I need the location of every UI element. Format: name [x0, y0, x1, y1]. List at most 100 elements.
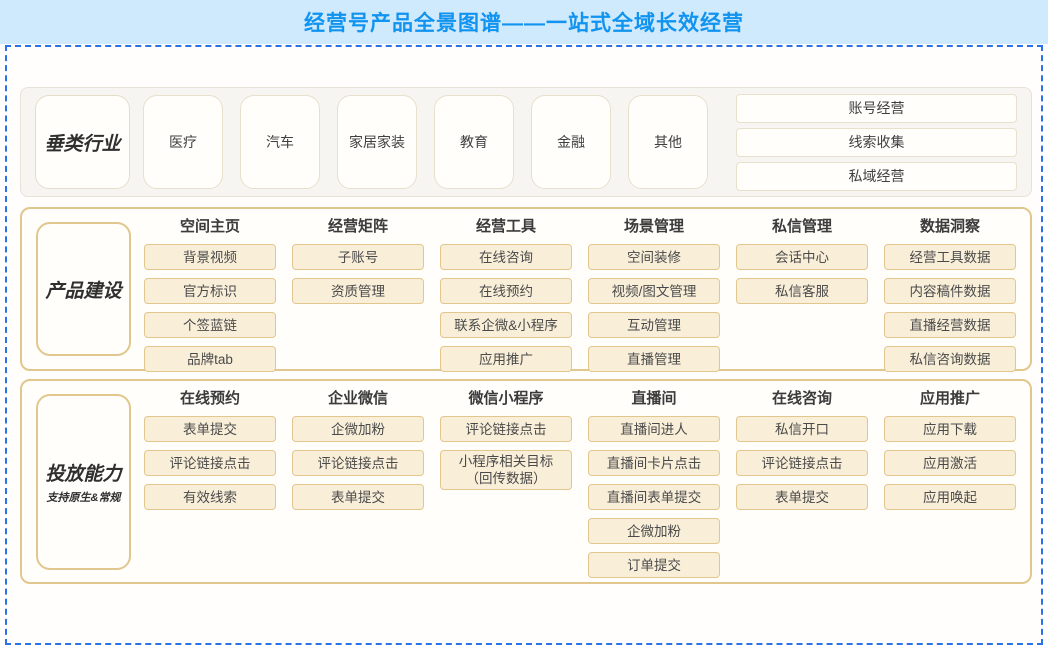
column-online-booking: 在线预约 表单提交评论链接点击有效线索 [144, 389, 276, 578]
column-header: 直播间 [631, 390, 677, 407]
product-item: 经营工具数据 [884, 244, 1016, 270]
section-industries: 垂类行业 医疗汽车家居家装教育金融其他 账号经营线索收集私域经营 [20, 87, 1032, 197]
product-item: 应用推广 [440, 346, 572, 372]
column-live-room: 直播间 直播间进人直播间卡片点击直播间表单提交企微加粉订单提交 [588, 389, 720, 578]
column-data-insight: 数据洞察 经营工具数据内容稿件数据直播经营数据私信咨询数据 [884, 217, 1016, 372]
delivery-item: 评论链接点击 [144, 450, 276, 476]
industry-box: 金融 [531, 95, 611, 189]
section-delivery-capability: 投放能力 支持原生&常规 在线预约 表单提交评论链接点击有效线索 企业微信 企微… [20, 379, 1032, 584]
product-item: 资质管理 [292, 278, 424, 304]
product-item: 视频/图文管理 [588, 278, 720, 304]
column-space-homepage: 空间主页 背景视频官方标识个签蓝链品牌tab [144, 217, 276, 372]
delivery-item: 表单提交 [292, 484, 424, 510]
product-item: 背景视频 [144, 244, 276, 270]
column-header: 经营矩阵 [327, 218, 388, 235]
delivery-columns: 在线预约 表单提交评论链接点击有效线索 企业微信 企微加粉评论链接点击表单提交 … [144, 389, 1016, 578]
column-items: 空间装修视频/图文管理互动管理直播管理 [588, 244, 720, 372]
column-items: 私信开口评论链接点击表单提交 [736, 416, 868, 510]
industry-boxes: 医疗汽车家居家装教育金融其他 [143, 95, 725, 189]
column-items: 子账号资质管理 [292, 244, 424, 304]
goal-box: 私域经营 [736, 161, 1017, 191]
product-item: 会话中心 [736, 244, 868, 270]
column-items: 经营工具数据内容稿件数据直播经营数据私信咨询数据 [884, 244, 1016, 372]
column-online-consult: 在线咨询 私信开口评论链接点击表单提交 [736, 389, 868, 578]
delivery-item: 应用下载 [884, 416, 1016, 442]
product-item: 直播经营数据 [884, 312, 1016, 338]
column-business-tools: 经营工具 在线咨询在线预约联系企微&小程序应用推广 [440, 217, 572, 372]
product-columns: 空间主页 背景视频官方标识个签蓝链品牌tab 经营矩阵 子账号资质管理 经营工具… [144, 217, 1016, 372]
column-header: 微信小程序 [468, 390, 544, 407]
delivery-item: 企微加粉 [588, 518, 720, 544]
product-item: 互动管理 [588, 312, 720, 338]
column-header: 空间主页 [179, 218, 240, 235]
delivery-section-label: 投放能力 支持原生&常规 [36, 393, 131, 570]
delivery-item: 直播间卡片点击 [588, 450, 720, 476]
column-business-matrix: 经营矩阵 子账号资质管理 [292, 217, 424, 372]
column-items: 应用下载应用激活应用唤起 [884, 416, 1016, 510]
column-items: 背景视频官方标识个签蓝链品牌tab [144, 244, 276, 372]
column-items: 会话中心私信客服 [736, 244, 868, 304]
product-item: 在线咨询 [440, 244, 572, 270]
delivery-item: 有效线索 [144, 484, 276, 510]
delivery-item: 应用激活 [884, 450, 1016, 476]
column-header: 企业微信 [327, 390, 388, 407]
product-item: 子账号 [292, 244, 424, 270]
column-app-promotion: 应用推广 应用下载应用激活应用唤起 [884, 389, 1016, 578]
goal-stack: 账号经营线索收集私域经营 [736, 93, 1017, 191]
product-item: 联系企微&小程序 [440, 312, 572, 338]
column-wechat-miniprogram: 微信小程序 评论链接点击小程序相关目标 （回传数据） [440, 389, 572, 578]
delivery-item: 表单提交 [144, 416, 276, 442]
delivery-item: 表单提交 [736, 484, 868, 510]
column-header: 应用推广 [919, 390, 980, 407]
delivery-section-sublabel: 支持原生&常规 [46, 491, 121, 504]
product-item: 品牌tab [144, 346, 276, 372]
delivery-item: 直播间表单提交 [588, 484, 720, 510]
column-scene-management: 场景管理 空间装修视频/图文管理互动管理直播管理 [588, 217, 720, 372]
delivery-item: 小程序相关目标 （回传数据） [440, 450, 572, 490]
delivery-section-label-text: 投放能力 [45, 463, 122, 485]
column-private-message: 私信管理 会话中心私信客服 [736, 217, 868, 372]
column-header: 场景管理 [623, 218, 684, 235]
product-item: 在线预约 [440, 278, 572, 304]
delivery-item: 评论链接点击 [736, 450, 868, 476]
industry-box: 教育 [434, 95, 514, 189]
column-header: 在线预约 [179, 390, 240, 407]
column-header: 经营工具 [475, 218, 536, 235]
industries-section-label: 垂类行业 [35, 95, 130, 189]
column-items: 评论链接点击小程序相关目标 （回传数据） [440, 416, 572, 490]
goal-box: 账号经营 [736, 93, 1017, 123]
delivery-item: 直播间进人 [588, 416, 720, 442]
column-header: 在线咨询 [771, 390, 832, 407]
delivery-item: 评论链接点击 [440, 416, 572, 442]
delivery-label-col: 投放能力 支持原生&常规 [36, 389, 144, 574]
delivery-item: 企微加粉 [292, 416, 424, 442]
column-items: 企微加粉评论链接点击表单提交 [292, 416, 424, 510]
column-items: 在线咨询在线预约联系企微&小程序应用推广 [440, 244, 572, 372]
product-section-label: 产品建设 [36, 222, 131, 356]
industry-box: 医疗 [143, 95, 223, 189]
product-item: 官方标识 [144, 278, 276, 304]
goal-box: 线索收集 [736, 127, 1017, 157]
industry-box: 汽车 [240, 95, 320, 189]
section-product-construction: 产品建设 空间主页 背景视频官方标识个签蓝链品牌tab 经营矩阵 子账号资质管理… [20, 207, 1032, 372]
product-item: 个签蓝链 [144, 312, 276, 338]
column-header: 私信管理 [771, 218, 832, 235]
product-item: 私信客服 [736, 278, 868, 304]
product-item: 内容稿件数据 [884, 278, 1016, 304]
title-band: 经营号产品全景图谱——一站式全域长效经营 [0, 0, 1048, 44]
column-header: 数据洞察 [919, 218, 980, 235]
page-title: 经营号产品全景图谱——一站式全域长效经营 [304, 12, 744, 35]
product-item: 私信咨询数据 [884, 346, 1016, 372]
product-section-label-text: 产品建设 [45, 280, 122, 302]
product-item: 直播管理 [588, 346, 720, 372]
column-items: 直播间进人直播间卡片点击直播间表单提交企微加粉订单提交 [588, 416, 720, 578]
industry-box: 其他 [628, 95, 708, 189]
product-item: 空间装修 [588, 244, 720, 270]
column-items: 表单提交评论链接点击有效线索 [144, 416, 276, 510]
delivery-item: 应用唤起 [884, 484, 1016, 510]
industry-box: 家居家装 [337, 95, 417, 189]
column-enterprise-wechat: 企业微信 企微加粉评论链接点击表单提交 [292, 389, 424, 578]
delivery-item: 评论链接点击 [292, 450, 424, 476]
delivery-item: 订单提交 [588, 552, 720, 578]
dashed-frame-panel: 垂类行业 医疗汽车家居家装教育金融其他 账号经营线索收集私域经营 产品建设 空间… [5, 45, 1043, 645]
